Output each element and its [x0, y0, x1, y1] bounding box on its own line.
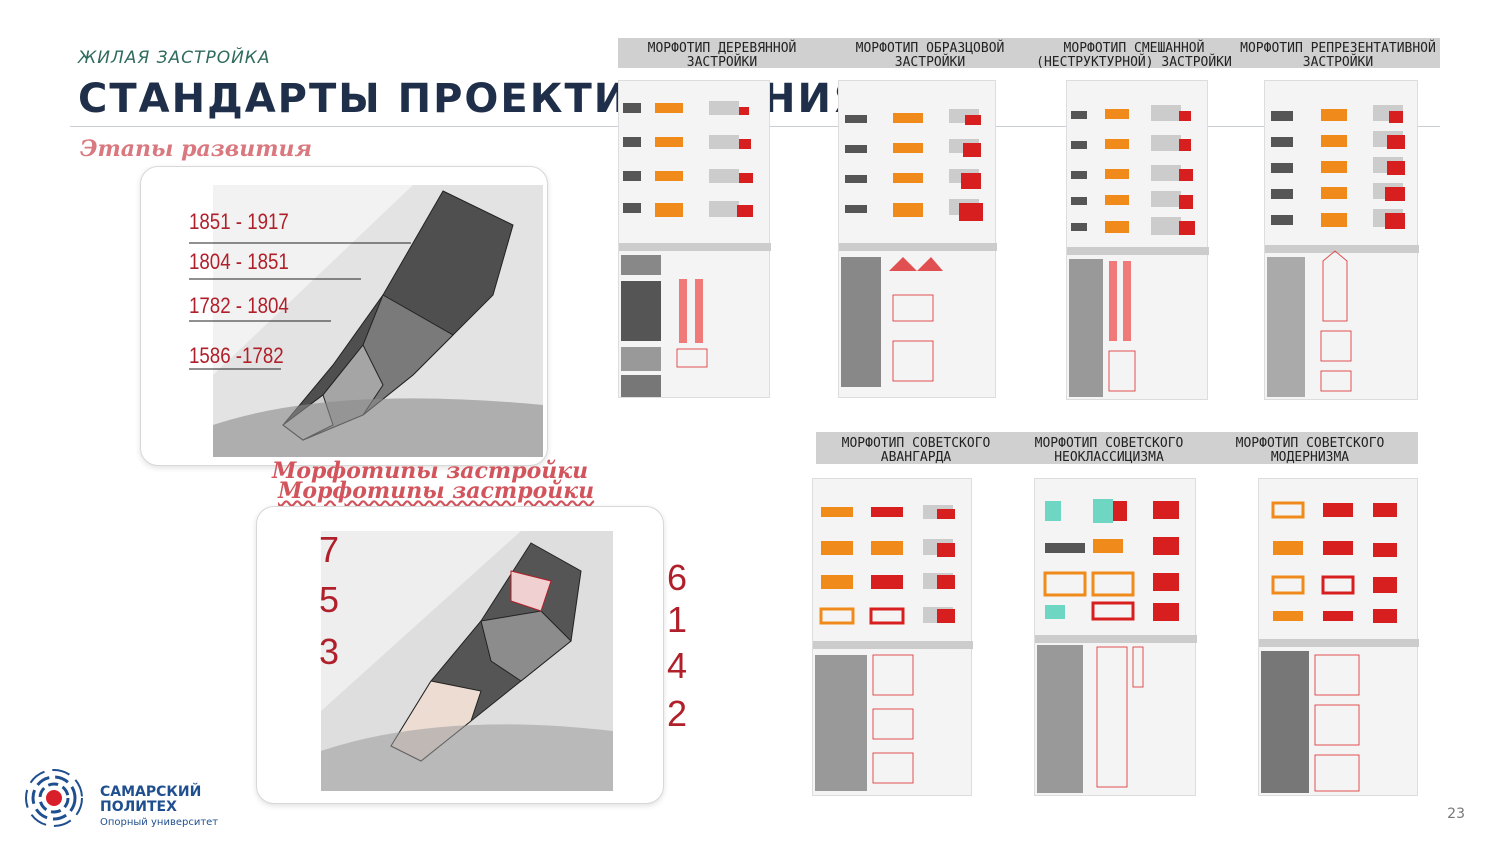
morphotype-number-7: 7	[319, 529, 340, 570]
sheet-soviet-avant-garde	[812, 478, 973, 796]
period-1782-1804: 1782 - 1804	[189, 293, 289, 318]
morphotype-number-5: 5	[319, 579, 340, 620]
stages-map	[213, 185, 543, 457]
sheet-soviet-modernism-graphic	[1259, 501, 1419, 793]
logo-line2: ПОЛИТЕХ	[100, 799, 177, 815]
sheet-mixed-graphic	[1067, 105, 1209, 397]
top-sheets-header	[618, 38, 1440, 68]
caption-exemplary: МОРФОТИП ОБРАЗЦОВОЙ ЗАСТРОЙКИ	[855, 41, 1005, 70]
morphotypes-map	[321, 531, 613, 791]
morphotype-number-3: 3	[319, 631, 340, 672]
sheet-exemplary	[838, 80, 997, 398]
caption-soviet-modernism: МОРФОТИП СОВЕТСКОГО МОДЕРНИЗМА	[1235, 436, 1385, 465]
sheet-soviet-modernism	[1258, 478, 1419, 796]
caption-wooden: МОРФОТИП ДЕРЕВЯННОЙ ЗАСТРОЙКИ	[647, 41, 797, 70]
caption-representative: МОРФОТИП РЕПРЕЗЕНТАТИВНОЙ ЗАСТРОЙКИ	[1240, 41, 1436, 70]
logo-name: САМАРСКИЙ ПОЛИТЕХ	[100, 785, 201, 815]
logo-line1: САМАРСКИЙ	[100, 784, 202, 800]
sheet-exemplary-graphic	[839, 109, 997, 387]
caption-soviet-neoclassicism: МОРФОТИП СОВЕТСКОГО НЕОКЛАССИЦИЗМА	[1034, 436, 1184, 465]
stages-title: Этапы развития	[80, 136, 312, 162]
caption-mixed: МОРФОТИП СМЕШАННОЙ (НЕСТРУКТУРНОЙ) ЗАСТР…	[1036, 41, 1232, 70]
logo-emblem-icon	[25, 769, 83, 827]
morphotypes-title-duplicate: Морфотипы застройки	[278, 478, 595, 504]
sheet-representative-graphic	[1265, 105, 1419, 397]
morphotype-number-4: 4	[667, 645, 688, 686]
sheet-soviet-avant-garde-graphic	[813, 505, 973, 791]
morphotype-number-6: 6	[667, 557, 688, 598]
bottom-sheets-header	[816, 432, 1418, 464]
section-kicker: ЖИЛАЯ ЗАСТРОЙКА	[78, 48, 271, 68]
morphotypes-title: Морфотипы застройки	[272, 458, 589, 484]
sheet-representative	[1264, 80, 1419, 400]
period-1851-1917: 1851 - 1917	[189, 209, 289, 234]
period-1586-1782: 1586 -1782	[189, 343, 284, 368]
morphotype-number-2: 2	[667, 693, 688, 734]
sheet-wooden-graphic	[619, 101, 771, 397]
sheet-wooden	[618, 80, 771, 398]
morphotype-number-1: 1	[667, 599, 688, 640]
period-leader-lines	[189, 242, 411, 370]
caption-soviet-avant-garde: МОРФОТИП СОВЕТСКОГО АВАНГАРДА	[841, 436, 991, 465]
morphotypes-map-card: 7 5 3 6 1 4 2	[256, 506, 687, 804]
sheet-soviet-neoclassicism-graphic	[1035, 499, 1197, 793]
stages-map-card: 1851 - 1917 1804 - 1851 1782 - 1804 1586…	[140, 166, 548, 466]
logo-tagline: Опорный университет	[100, 817, 219, 828]
page-number: 23	[1447, 806, 1465, 822]
period-1804-1851: 1804 - 1851	[189, 249, 289, 274]
sheet-soviet-neoclassicism	[1034, 478, 1197, 796]
sheet-mixed	[1066, 80, 1209, 400]
